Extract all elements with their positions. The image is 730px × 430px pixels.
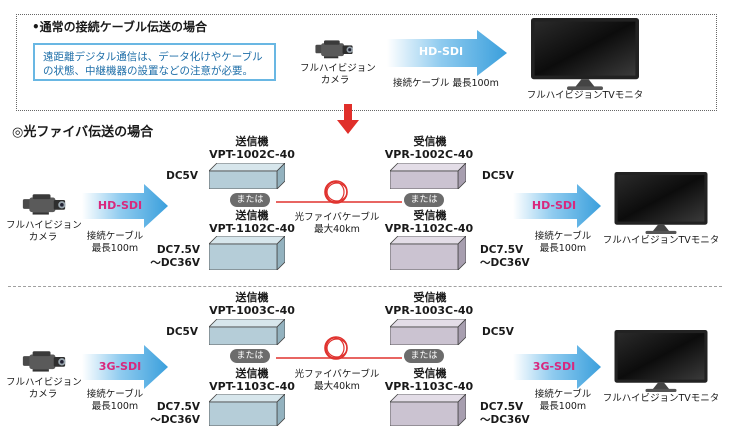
signal-type-label: HD-SDI <box>97 199 143 212</box>
transmitter-title: 送信機 <box>235 291 269 304</box>
or-badge: または <box>230 193 270 207</box>
section-divider <box>8 286 722 287</box>
receiver-model-top: VPR-1002C-40 <box>384 148 474 161</box>
signal-type-label: 3G-SDI <box>532 360 576 373</box>
power-label-top: DC5V <box>482 170 514 182</box>
power-label-bottom-1: DC7.5V <box>156 401 200 413</box>
transmitter-model-bottom: VPT-1103C-40 <box>209 380 295 393</box>
receiver-model-top: VPR-1003C-40 <box>384 304 474 317</box>
cable-length-label-1: 接続ケーブル <box>86 231 144 242</box>
signal-type-label: HD-SDI <box>531 199 577 212</box>
power-label-bottom-1: DC7.5V <box>480 244 524 256</box>
signal-type-label: HD-SDI <box>418 45 464 58</box>
cable-length-label-2: 最長100m <box>91 243 139 254</box>
power-label-bottom-1: DC7.5V <box>156 244 200 256</box>
power-label-bottom-2: ～DC36V <box>150 257 200 269</box>
camera-label-1: フルハイビジョン <box>6 377 82 388</box>
or-badge: または <box>404 193 444 207</box>
camera-label-1: フルハイビジョン <box>300 63 376 74</box>
transmitter-device <box>209 236 285 270</box>
camera-label-2: カメラ <box>320 75 350 86</box>
signal-arrow-icon <box>513 345 601 389</box>
or-badge: または <box>230 349 270 363</box>
receiver-model-bottom: VPR-1103C-40 <box>384 380 474 393</box>
power-label-top: DC5V <box>482 326 514 338</box>
or-badge: または <box>404 349 444 363</box>
signal-arrow-icon <box>82 184 168 228</box>
power-label-top: DC5V <box>166 170 198 182</box>
tv-monitor-icon <box>531 18 639 90</box>
receiver-model-bottom: VPR-1102C-40 <box>384 222 474 235</box>
optical-heading: ◎光ファイバ伝送の場合 <box>12 125 154 140</box>
transmitter-model-top: VPT-1003C-40 <box>209 304 295 317</box>
video-camera-icon <box>315 40 353 59</box>
signal-arrow-icon <box>387 30 507 76</box>
cable-length-label-2: 最長100m <box>91 401 139 412</box>
monitor-label: フルハイビジョンTVモニタ <box>526 90 644 101</box>
cable-length-label-2: 最長100m <box>539 243 587 254</box>
transmitter-title: 送信機 <box>235 135 269 148</box>
signal-arrow-icon <box>513 184 601 228</box>
video-camera-icon <box>22 351 66 372</box>
video-camera-icon <box>22 194 66 215</box>
camera-label-2: カメラ <box>28 389 58 400</box>
receiver-device <box>390 163 466 189</box>
fiber-coil-icon <box>276 180 402 204</box>
conventional-heading: •通常の接続ケーブル伝送の場合 <box>32 20 207 34</box>
caution-note-line-1: 遠距離デジタル通信は、データ化けやケーブル <box>43 51 263 63</box>
receiver-device <box>390 236 466 270</box>
transmitter-title: 送信機 <box>235 209 269 222</box>
fiber-label-2: 最大40km <box>314 381 360 392</box>
fiber-label-2: 最大40km <box>314 224 360 235</box>
camera-label-1: フルハイビジョン <box>6 220 82 231</box>
power-label-bottom-2: ～DC36V <box>150 414 200 426</box>
receiver-title: 受信機 <box>413 367 447 380</box>
transmitter-device <box>209 319 285 345</box>
receiver-title: 受信機 <box>413 291 447 304</box>
monitor-label: フルハイビジョンTVモニタ <box>602 235 720 246</box>
down-arrow-icon <box>337 104 359 134</box>
tv-monitor-icon <box>614 172 708 234</box>
caution-note-line-2: の状態、中継機器の設置などの注意が必要。 <box>43 65 253 77</box>
signal-type-label: 3G-SDI <box>98 360 142 373</box>
receiver-device <box>390 319 466 345</box>
fiber-label-1: 光ファイバケーブル <box>294 369 380 380</box>
tv-monitor-icon <box>614 330 708 392</box>
transmitter-device <box>209 163 285 189</box>
cable-length-label-2: 最長100m <box>539 401 587 412</box>
cable-length-label-1: 接続ケーブル <box>86 389 144 400</box>
power-label-bottom-2: ～DC36V <box>480 414 530 426</box>
cable-length-label: 接続ケーブル 最長100m <box>393 78 499 89</box>
receiver-title: 受信機 <box>413 135 447 148</box>
transmitter-title: 送信機 <box>235 367 269 380</box>
transmitter-device <box>209 394 285 426</box>
power-label-bottom-2: ～DC36V <box>480 257 530 269</box>
power-label-bottom-1: DC7.5V <box>480 401 524 413</box>
receiver-device <box>390 394 466 426</box>
power-label-top: DC5V <box>166 326 198 338</box>
conventional-frame <box>16 14 717 111</box>
camera-label-2: カメラ <box>28 232 58 243</box>
cable-length-label-1: 接続ケーブル <box>534 389 592 400</box>
fiber-label-1: 光ファイバケーブル <box>294 212 380 223</box>
receiver-title: 受信機 <box>413 209 447 222</box>
cable-length-label-1: 接続ケーブル <box>534 231 592 242</box>
transmitter-model-top: VPT-1002C-40 <box>209 148 295 161</box>
caution-note-box: 遠距離デジタル通信は、データ化けやケーブル の状態、中継機器の設置などの注意が必… <box>33 43 276 81</box>
signal-arrow-icon <box>82 345 168 389</box>
transmitter-model-bottom: VPT-1102C-40 <box>209 222 295 235</box>
fiber-coil-icon <box>276 336 402 360</box>
monitor-label: フルハイビジョンTVモニタ <box>602 393 720 404</box>
